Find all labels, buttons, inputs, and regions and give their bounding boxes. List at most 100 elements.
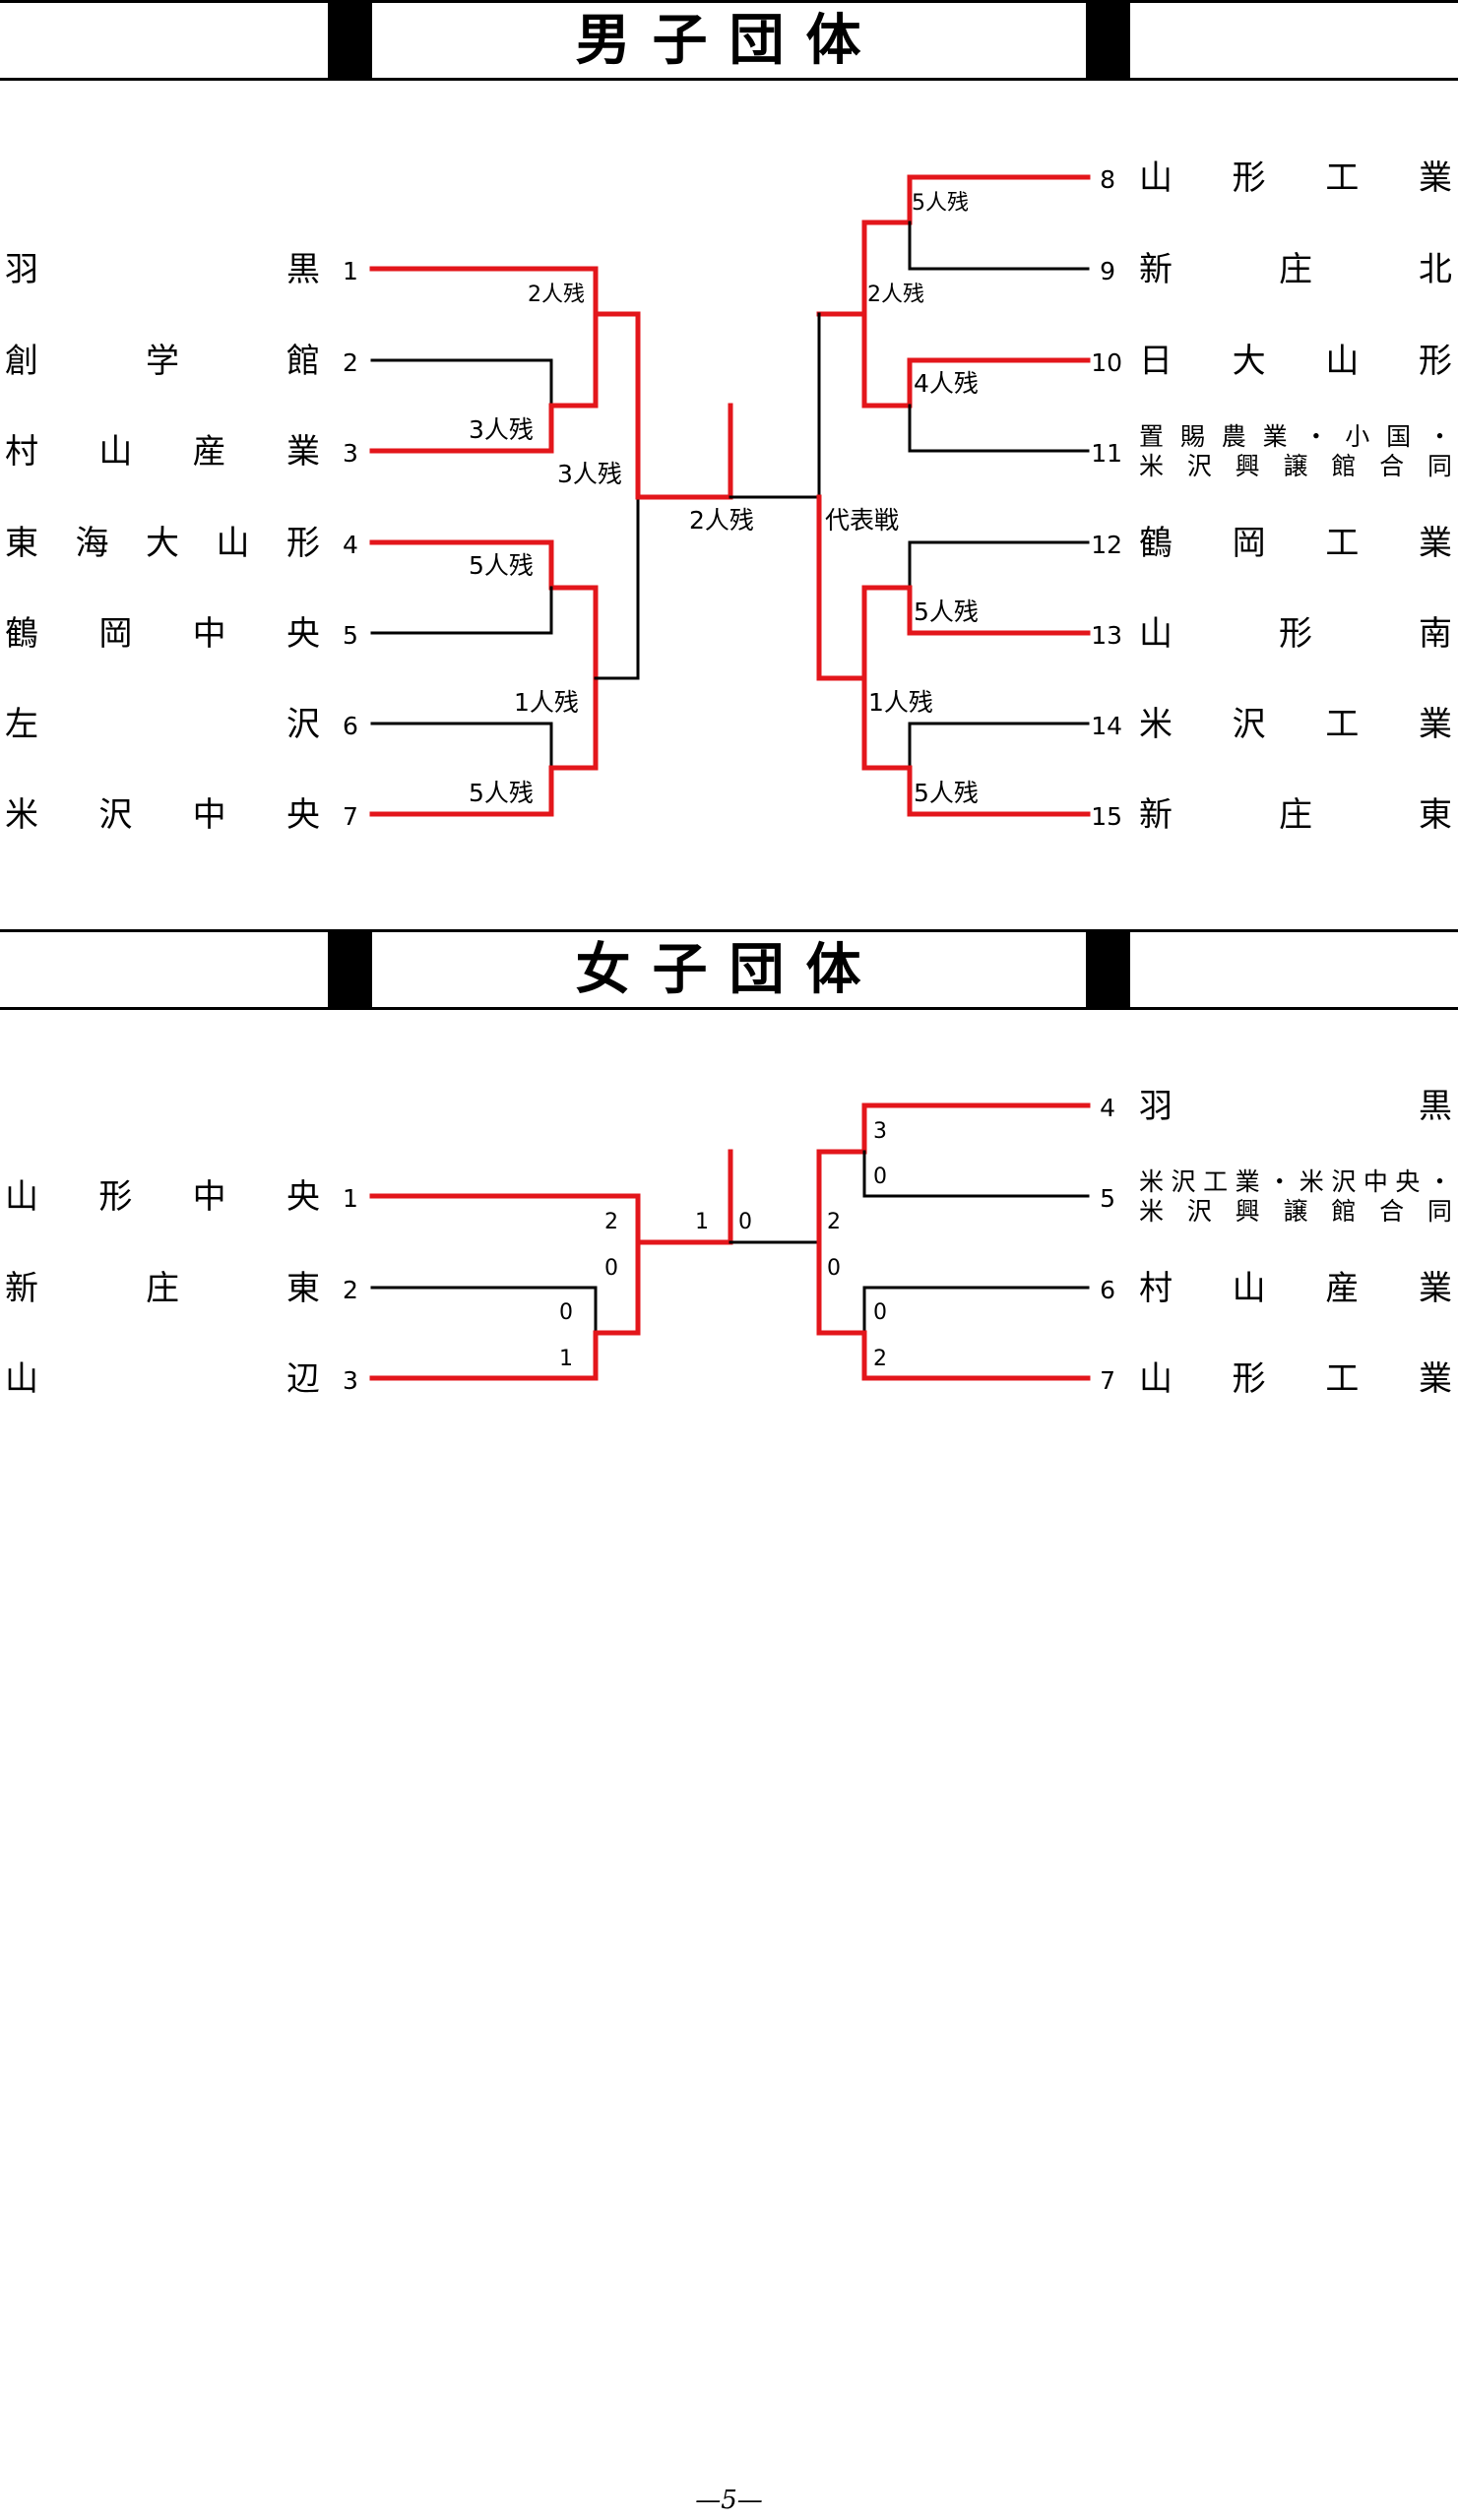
team-name: 日大山形: [1139, 342, 1452, 381]
result-label: 代表戦: [825, 506, 899, 535]
banner-rule-top: [0, 929, 1458, 932]
result-label: 4人残: [914, 369, 979, 398]
bracket-line: [370, 1286, 598, 1335]
team-name: 羽黒: [5, 250, 320, 289]
bracket-line: [370, 722, 553, 770]
team-name-line2: 米沢興譲館合同: [1139, 452, 1452, 480]
bracket-line: [861, 675, 1091, 817]
seed-number: 14: [1091, 712, 1122, 740]
team-name: 米沢工業: [1139, 705, 1452, 744]
score-label: 2: [827, 1210, 841, 1234]
team-name: 村山産業: [5, 432, 320, 472]
banner-block-right: [1086, 0, 1130, 81]
seed-number: 6: [343, 712, 358, 740]
bracket-line: [370, 586, 553, 635]
result-label: 1人残: [868, 688, 933, 717]
result-label: 2人残: [528, 283, 585, 307]
seed-number: 1: [343, 257, 358, 285]
team-name: 村山産業: [1139, 1269, 1452, 1308]
boys-banner: 男子団体: [0, 0, 1458, 81]
score-label: 0: [827, 1256, 841, 1281]
girls-scores: 2 0 0 1 1 0 3 0 2 0 0 2: [559, 1119, 887, 1371]
team-name: 米沢中央: [5, 795, 320, 835]
seed-number: 9: [1100, 257, 1115, 285]
bracket-line: [908, 404, 1090, 453]
bracket-line: [862, 1150, 1090, 1198]
seed-number: 13: [1091, 621, 1122, 650]
team-name: 東海大山形: [5, 524, 320, 563]
team-name-line1: 置賜農業・小国・: [1139, 422, 1452, 451]
seed-number: 3: [343, 1366, 358, 1395]
banner-rule-top: [0, 0, 1458, 3]
team-name-line1: 米沢工業・米沢中央・: [1139, 1167, 1452, 1196]
result-label: 1人残: [514, 688, 579, 717]
team-name: 山形工業: [1139, 158, 1452, 198]
bracket-line: [908, 220, 1090, 271]
seed-number: 6: [1100, 1276, 1115, 1304]
result-label: 3人残: [557, 460, 622, 488]
girls-left-teams: 山形中央 1 新庄東 2 山辺 3: [5, 1177, 358, 1399]
score-label: 2: [873, 1347, 887, 1371]
team-name: 山辺: [5, 1359, 320, 1399]
bracket-line: [635, 403, 733, 500]
bracket-line: [594, 312, 640, 680]
seed-number: 4: [1100, 1094, 1115, 1122]
seed-number: 7: [343, 802, 358, 831]
bracket-line: [816, 174, 1091, 317]
bracket-line: [816, 1102, 1091, 1245]
boys-results: 2人残 3人残 3人残 5人残 1人残 5人残 2人残 代表戦 5人残 2人残 …: [469, 191, 979, 807]
bracket-line: [369, 1149, 733, 1245]
girls-banner: 女子団体: [0, 929, 1458, 1010]
banner-rule-bottom: [0, 78, 1458, 81]
result-label: 5人残: [469, 779, 534, 807]
banner-block-left: [328, 929, 372, 1010]
result-label: 2人残: [867, 283, 924, 307]
result-label: 2人残: [689, 506, 754, 535]
score-label: 0: [873, 1165, 887, 1189]
seed-number: 5: [343, 621, 358, 650]
boys-title: 男子団体: [575, 8, 883, 73]
team-name: 左沢: [5, 705, 320, 744]
seed-number: 15: [1091, 802, 1122, 831]
result-label: 5人残: [914, 779, 979, 807]
score-label: 0: [604, 1256, 618, 1281]
boys-right-teams: 8 山形工業 9 新庄北 10 日大山形 11 置賜農業・小国・ 米沢興譲館合同…: [1091, 158, 1452, 835]
score-label: 3: [873, 1119, 887, 1144]
banner-block-left: [328, 0, 372, 81]
bracket-line: [862, 1286, 1090, 1335]
page-number: —5—: [695, 2486, 763, 2515]
team-name: 山形工業: [1139, 1359, 1452, 1399]
team-name: 山形中央: [5, 1177, 320, 1217]
team-name: 新庄東: [5, 1269, 320, 1308]
bracket-line: [370, 358, 553, 408]
team-name: 山形南: [1139, 614, 1452, 654]
seed-number: 2: [343, 1276, 358, 1304]
seed-number: 10: [1091, 348, 1122, 377]
seed-number: 11: [1091, 439, 1122, 468]
result-label: 5人残: [914, 598, 979, 626]
score-label: 0: [559, 1300, 573, 1325]
bracket-line: [369, 311, 599, 454]
banner-block-right: [1086, 929, 1130, 1010]
bracket-line: [369, 266, 641, 317]
score-label: 0: [873, 1300, 887, 1325]
seed-number: 1: [343, 1184, 358, 1213]
bracket-line: [369, 675, 599, 817]
seed-number: 3: [343, 439, 358, 468]
score-label: 1: [559, 1347, 573, 1371]
banner-rule-bottom: [0, 1007, 1458, 1010]
bracket-line: [816, 1239, 1091, 1381]
seed-number: 5: [1100, 1184, 1115, 1213]
score-label: 1: [695, 1210, 709, 1234]
seed-number: 2: [343, 348, 358, 377]
seed-number: 12: [1091, 531, 1122, 559]
team-name: 羽黒: [1139, 1087, 1452, 1126]
boys-left-teams: 羽黒 1 創学館 2 村山産業 3 東海大山形 4 鶴岡中央 5 左沢 6 米沢…: [5, 250, 358, 835]
team-name-line2: 米沢興譲館合同: [1139, 1197, 1452, 1226]
girls-right-teams: 4 羽黒 5 米沢工業・米沢中央・ 米沢興譲館合同 6 村山産業 7 山形工業: [1100, 1087, 1452, 1399]
score-label: 0: [738, 1210, 752, 1234]
seed-number: 7: [1100, 1366, 1115, 1395]
result-label: 5人残: [912, 191, 969, 216]
bracket-line: [816, 585, 1091, 681]
